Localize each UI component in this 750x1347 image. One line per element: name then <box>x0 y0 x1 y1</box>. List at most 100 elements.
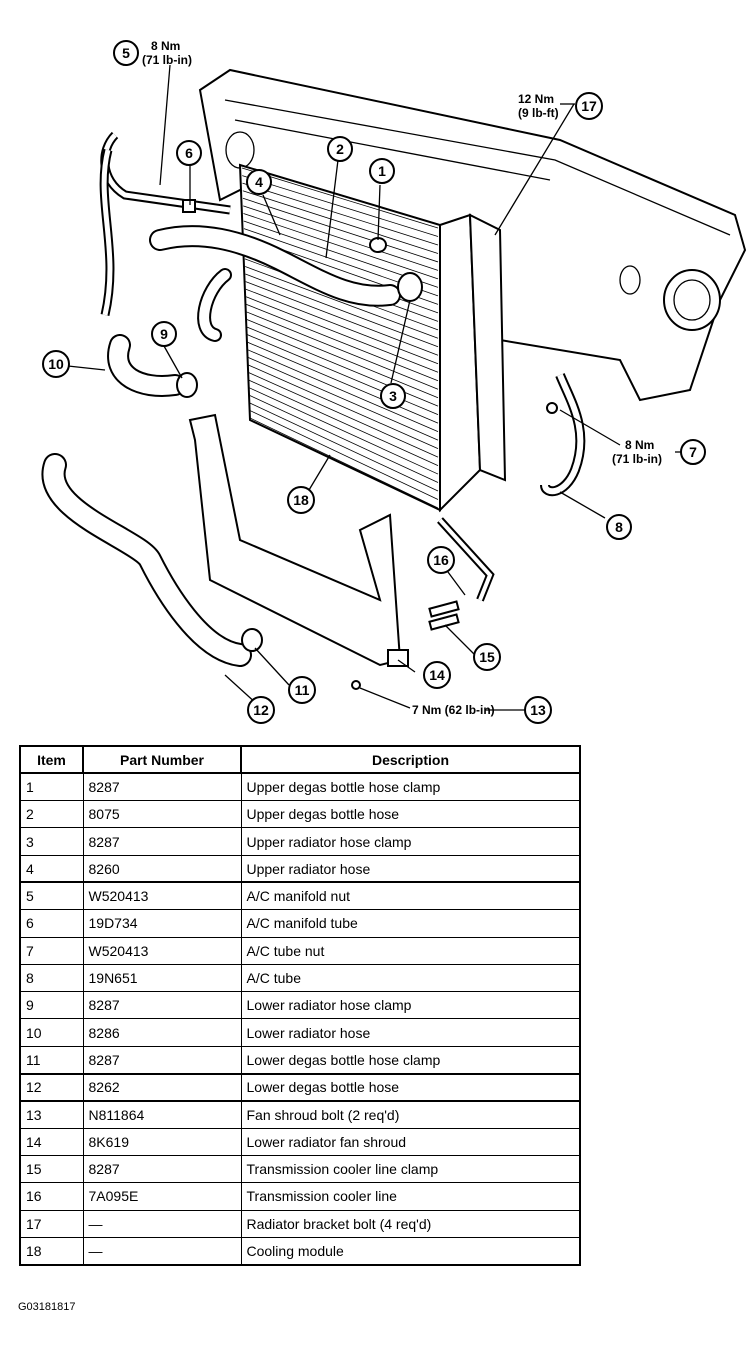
torque-5-nm: 8 Nm <box>151 39 180 53</box>
cell-item: 12 <box>19 1073 84 1102</box>
cell-item: 11 <box>19 1045 84 1075</box>
cell-description: A/C manifold nut <box>240 881 581 911</box>
svg-text:15: 15 <box>479 649 495 665</box>
svg-text:6: 6 <box>185 145 193 161</box>
radiator-fin <box>246 319 439 399</box>
callout-11: 11 <box>288 676 316 704</box>
callout-2: 2 <box>327 136 353 162</box>
radiator-fin <box>249 410 439 500</box>
table-header-row: Item Part Number Description <box>19 744 581 775</box>
radiator-fin <box>249 417 439 509</box>
cell-item: 17 <box>19 1209 84 1238</box>
cell-item: 8 <box>19 963 84 993</box>
radiator-fin <box>245 296 439 373</box>
cell-item: 15 <box>19 1154 84 1184</box>
cooling-module-exploded-diagram: 1 2 3 4 5 6 7 8 9 10 11 12 13 14 15 16 1… <box>41 39 747 724</box>
leader-lines <box>67 64 690 711</box>
cell-item: 9 <box>19 991 84 1020</box>
radiator-fin <box>248 379 439 466</box>
cell-item: 2 <box>19 800 84 829</box>
svg-text:12: 12 <box>253 702 269 718</box>
radiator-fin <box>248 387 439 475</box>
svg-text:8: 8 <box>615 519 623 535</box>
svg-text:14: 14 <box>429 667 445 683</box>
cell-item: 13 <box>19 1100 84 1129</box>
callout-1: 1 <box>369 158 395 184</box>
radiator-fin <box>242 197 439 263</box>
cell-part-number: 7A095E <box>82 1182 242 1211</box>
cell-description: Lower radiator hose <box>240 1018 581 1047</box>
radiator-fin <box>245 266 439 339</box>
cell-item: 4 <box>19 854 84 884</box>
torque-7-lb: (71 lb-in) <box>612 452 662 466</box>
cell-part-number: 19N651 <box>82 963 242 993</box>
cell-part-number: 8287 <box>82 827 242 856</box>
cell-description: Lower degas bottle hose <box>240 1073 581 1102</box>
cell-part-number: 8287 <box>82 991 242 1020</box>
radiator-fin <box>247 334 439 416</box>
lower-fan-shroud <box>188 413 402 667</box>
svg-text:5: 5 <box>122 45 130 61</box>
cell-item: 7 <box>19 936 84 965</box>
header-item: Item <box>19 744 84 775</box>
torque-5-lb: (71 lb-in) <box>142 53 192 67</box>
cell-description: Upper radiator hose <box>240 854 581 884</box>
callout-10: 10 <box>42 350 70 378</box>
callout-6: 6 <box>176 140 202 166</box>
cell-part-number: 19D734 <box>82 909 242 938</box>
clamps <box>176 199 558 690</box>
cell-description: Lower degas bottle hose clamp <box>240 1045 581 1075</box>
cell-part-number: — <box>82 1236 242 1266</box>
cell-item: 14 <box>19 1127 84 1156</box>
torque-17-lb: (9 lb-ft) <box>518 106 559 120</box>
svg-text:1: 1 <box>378 163 386 179</box>
hoses <box>41 131 586 667</box>
header-part-number: Part Number <box>82 744 242 775</box>
radiator-fin <box>245 281 439 356</box>
radiator-fin <box>246 326 439 407</box>
radiator-fin <box>249 394 439 483</box>
cell-description: A/C tube <box>240 963 581 993</box>
header-description: Description <box>240 744 581 775</box>
callout-5: 5 <box>113 40 139 66</box>
cell-part-number: 8286 <box>82 1018 242 1047</box>
cell-description: Cooling module <box>240 1236 581 1266</box>
radiator-core <box>238 163 507 513</box>
table-row: 17—Radiator bracket bolt (4 req'd) <box>19 1209 581 1238</box>
radiator-fin <box>248 364 439 449</box>
callout-7: 7 <box>680 439 706 465</box>
cell-part-number: 8075 <box>82 800 242 829</box>
svg-text:17: 17 <box>581 98 597 114</box>
cell-part-number: N811864 <box>82 1100 242 1129</box>
cell-description: Upper degas bottle hose clamp <box>240 772 581 802</box>
radiator-fin <box>245 288 439 365</box>
callout-18: 18 <box>287 486 315 514</box>
callout-13: 13 <box>524 696 552 724</box>
callout-8: 8 <box>606 514 632 540</box>
svg-text:13: 13 <box>530 702 546 718</box>
svg-text:2: 2 <box>336 141 344 157</box>
cell-description: Upper radiator hose clamp <box>240 827 581 856</box>
cell-part-number: — <box>82 1209 242 1238</box>
cell-item: 1 <box>19 772 84 802</box>
callout-12: 12 <box>247 696 275 724</box>
svg-text:16: 16 <box>433 552 449 568</box>
cell-description: Upper degas bottle hose <box>240 800 581 829</box>
radiator-fin <box>242 190 439 254</box>
figure-id: G03181817 <box>18 1301 76 1313</box>
radiator-fin <box>248 372 439 458</box>
radiator-fin <box>249 402 439 492</box>
cell-part-number: 8287 <box>82 1045 242 1075</box>
callout-4: 4 <box>246 169 272 195</box>
radiator-fin <box>242 175 439 237</box>
radiator-fin <box>245 273 439 348</box>
